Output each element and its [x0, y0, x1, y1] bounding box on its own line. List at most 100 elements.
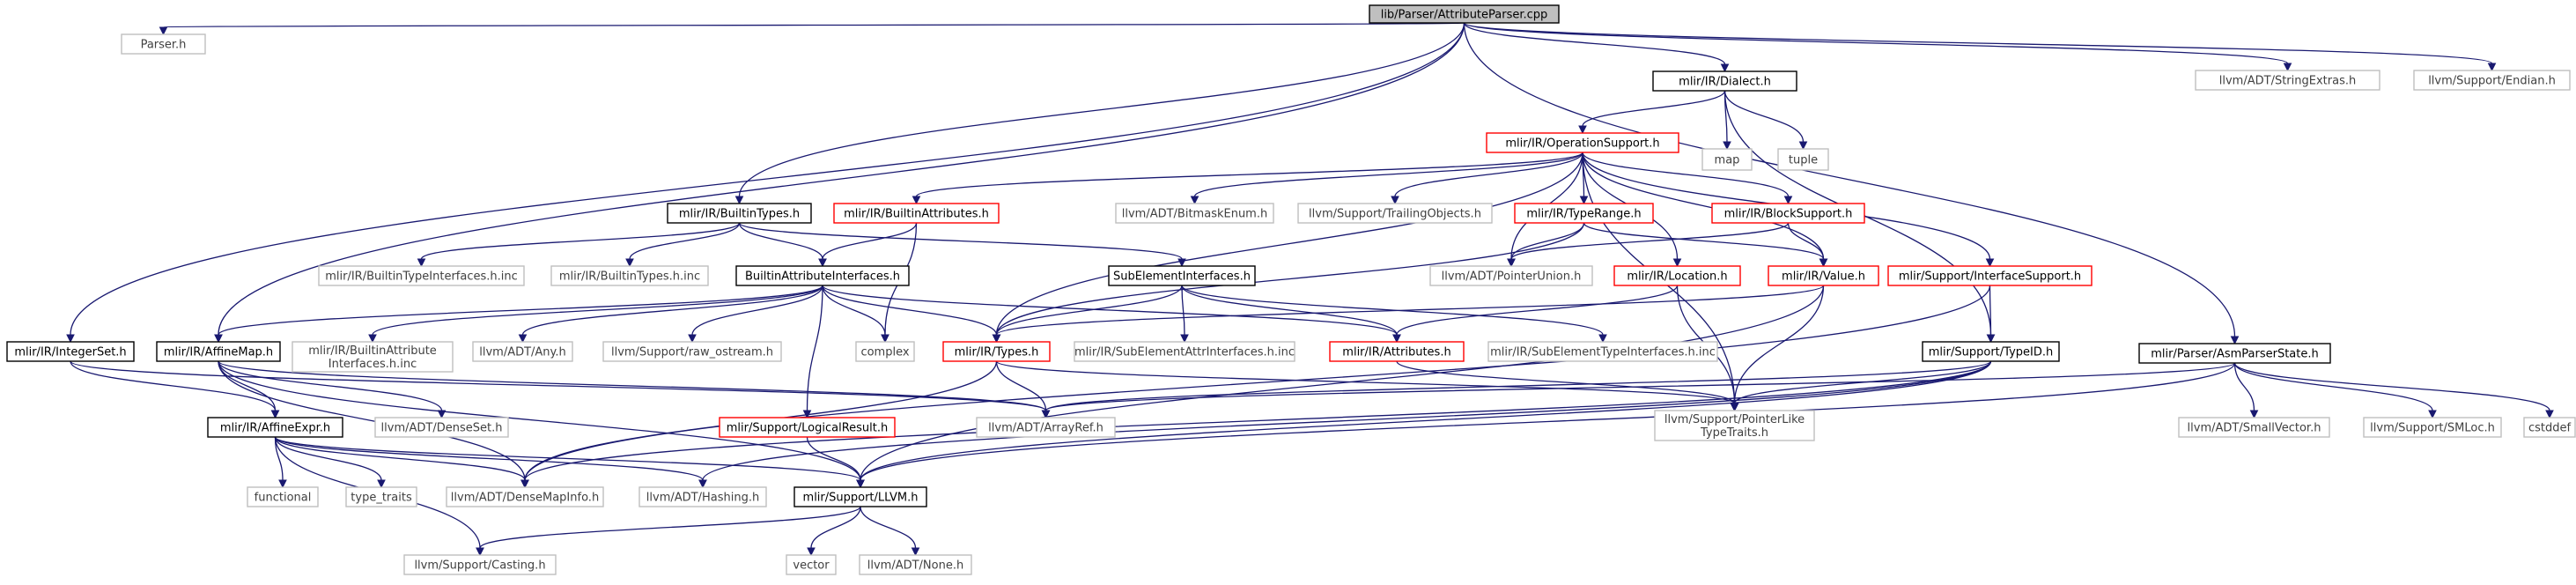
edge-arrowhead — [2428, 410, 2437, 419]
edge-line — [218, 360, 1047, 411]
edge-line — [1463, 22, 2236, 337]
node-root[interactable]: lib/Parser/AttributeParser.cpp — [1369, 4, 1560, 24]
node-label: Parser.h — [141, 39, 187, 52]
node-value_h[interactable]: mlir/IR/Value.h — [1768, 265, 1879, 286]
node-complex[interactable]: complex — [855, 341, 915, 362]
node-pointerunion[interactable]: llvm/ADT/PointerUnion.h — [1429, 265, 1593, 286]
edge-llvm_h-to-casting — [476, 506, 861, 557]
node-builtinattriface_inc[interactable]: mlir/IR/BuiltinAttributeInterfaces.h.inc — [292, 341, 454, 373]
edge-line — [738, 222, 1183, 260]
edge-line — [1582, 152, 1790, 197]
node-smallvector[interactable]: llvm/ADT/SmallVector.h — [2178, 417, 2330, 438]
node-endian[interactable]: llvm/Support/Endian.h — [2413, 70, 2571, 91]
node-none[interactable]: llvm/ADT/None.h — [859, 554, 972, 575]
node-subtypeiface_inc[interactable]: mlir/IR/SubElementTypeInterfaces.h.inc — [1487, 341, 1718, 362]
edge-arrowhead — [1177, 258, 1186, 268]
edge-arrowhead — [1598, 334, 1607, 344]
node-any[interactable]: llvm/ADT/Any.h — [472, 341, 573, 362]
edge-line — [218, 360, 443, 411]
edge-arrowhead — [1730, 403, 1739, 412]
node-affinemap[interactable]: mlir/IR/AffineMap.h — [156, 341, 281, 362]
node-box — [446, 486, 604, 507]
node-trailing[interactable]: llvm/Support/TrailingObjects.h — [1297, 203, 1493, 224]
edge-subelement-to-subtypeiface_inc — [1181, 285, 1607, 344]
node-attributes_h[interactable]: mlir/IR/Attributes.h — [1329, 341, 1465, 362]
node-label: type_traits — [351, 492, 412, 505]
node-builtinattrs_h[interactable]: mlir/IR/BuiltinAttributes.h — [833, 203, 1000, 224]
node-parser_h[interactable]: Parser.h — [121, 33, 206, 55]
node-functional[interactable]: functional — [247, 486, 319, 507]
node-logicalresult[interactable]: mlir/Support/LogicalResult.h — [719, 417, 896, 438]
node-stringextras[interactable]: llvm/ADT/StringExtras.h — [2195, 70, 2380, 91]
node-opsupport[interactable]: mlir/IR/OperationSupport.h — [1486, 132, 1679, 153]
node-ifacesupport[interactable]: mlir/Support/InterfaceSupport.h — [1887, 265, 2093, 286]
node-integerset[interactable]: mlir/IR/IntegerSet.h — [6, 341, 135, 362]
edge-typerange-to-pointerunion — [1507, 222, 1585, 268]
node-blocksupport[interactable]: mlir/IR/BlockSupport.h — [1711, 203, 1865, 224]
edge-line — [1787, 222, 1825, 260]
edge-line — [860, 285, 1825, 481]
node-densemapinfo[interactable]: llvm/ADT/DenseMapInfo.h — [446, 486, 604, 507]
edge-opsupport-to-builtinattrs_h — [912, 152, 1583, 205]
node-affineexpr[interactable]: mlir/IR/AffineExpr.h — [207, 417, 343, 438]
node-label: mlir/IR/BuiltinTypes.h.inc — [559, 270, 700, 284]
node-raw_ostream[interactable]: llvm/Support/raw_ostream.h — [602, 341, 782, 362]
edge-ifacesupport-to-densemapinfo — [520, 285, 1991, 489]
node-casting[interactable]: llvm/Support/Casting.h — [403, 554, 557, 575]
node-box — [2138, 343, 2331, 364]
node-builtintypeiface_inc[interactable]: mlir/IR/BuiltinTypeInterfaces.h.inc — [318, 265, 525, 286]
node-hashing[interactable]: llvm/ADT/Hashing.h — [638, 486, 767, 507]
node-label: mlir/IR/Dialect.h — [1679, 76, 1771, 89]
node-box — [1777, 148, 1829, 171]
edge-line — [70, 360, 277, 411]
edge-blocksupport-to-value_h — [1787, 222, 1828, 268]
edge-arrowhead — [2230, 336, 2240, 345]
node-label: mlir/IR/BuiltinTypeInterfaces.h.inc — [325, 270, 518, 284]
edge-line — [1582, 152, 1825, 260]
node-bitmask[interactable]: llvm/ADT/BitmaskEnum.h — [1115, 203, 1274, 224]
node-box — [1711, 203, 1865, 224]
edge-arrowhead — [518, 334, 528, 344]
edge-arrowhead — [625, 258, 634, 268]
node-arrayref[interactable]: llvm/ADT/ArrayRef.h — [976, 417, 1116, 438]
edge-line — [1989, 285, 1992, 336]
node-type_traits[interactable]: type_traits — [345, 486, 417, 507]
node-label: mlir/IR/BuiltinAttributes.h — [844, 208, 989, 221]
edge-llvm_h-to-vector — [807, 506, 861, 557]
node-builtinattriface[interactable]: BuiltinAttributeInterfaces.h — [735, 265, 910, 286]
node-cstddef[interactable]: cstddef — [2523, 417, 2576, 438]
node-box — [1514, 203, 1654, 224]
node-box — [667, 203, 812, 224]
node-denseset[interactable]: llvm/ADT/DenseSet.h — [374, 417, 509, 438]
node-location[interactable]: mlir/IR/Location.h — [1613, 265, 1741, 286]
edge-affineexpr-to-densemapinfo — [274, 436, 529, 489]
node-builtintypes_inc[interactable]: mlir/IR/BuiltinTypes.h.inc — [550, 265, 709, 286]
node-box — [976, 417, 1116, 438]
node-tuple[interactable]: tuple — [1777, 148, 1829, 171]
edge-arrowhead — [734, 196, 744, 205]
node-map[interactable]: map — [1701, 148, 1753, 171]
node-llvm_h[interactable]: mlir/Support/LLVM.h — [793, 486, 927, 507]
edge-builtinattriface-to-builtinattriface_inc — [368, 285, 823, 344]
node-asmparserstate[interactable]: mlir/Parser/AsmParserState.h — [2138, 343, 2331, 364]
node-label: complex — [860, 346, 909, 359]
edge-arrowhead — [2545, 410, 2554, 419]
node-typerange[interactable]: mlir/IR/TypeRange.h — [1514, 203, 1654, 224]
node-vector[interactable]: vector — [786, 554, 837, 575]
node-label: mlir/IR/Attributes.h — [1342, 346, 1450, 359]
node-builtintypes_h[interactable]: mlir/IR/BuiltinTypes.h — [667, 203, 812, 224]
node-label: mlir/IR/IntegerSet.h — [14, 346, 126, 359]
node-label: mlir/Support/LLVM.h — [803, 492, 919, 505]
node-subattriface_inc[interactable]: mlir/IR/SubElementAttrInterfaces.h.inc — [1074, 341, 1295, 362]
node-box — [1922, 341, 2060, 362]
node-dialect_h[interactable]: mlir/IR/Dialect.h — [1652, 70, 1797, 92]
node-smloc[interactable]: llvm/Support/SMLoc.h — [2363, 417, 2502, 438]
node-subelement[interactable]: SubElementInterfaces.h — [1108, 265, 1256, 286]
edge-arrowhead — [1798, 141, 1808, 151]
node-typeid[interactable]: mlir/Support/TypeID.h — [1922, 341, 2060, 362]
edge-line — [218, 22, 1465, 336]
node-types_h[interactable]: mlir/IR/Types.h — [942, 341, 1051, 362]
node-label: mlir/IR/BuiltinAttribute — [308, 344, 437, 358]
edge-line — [218, 285, 823, 336]
